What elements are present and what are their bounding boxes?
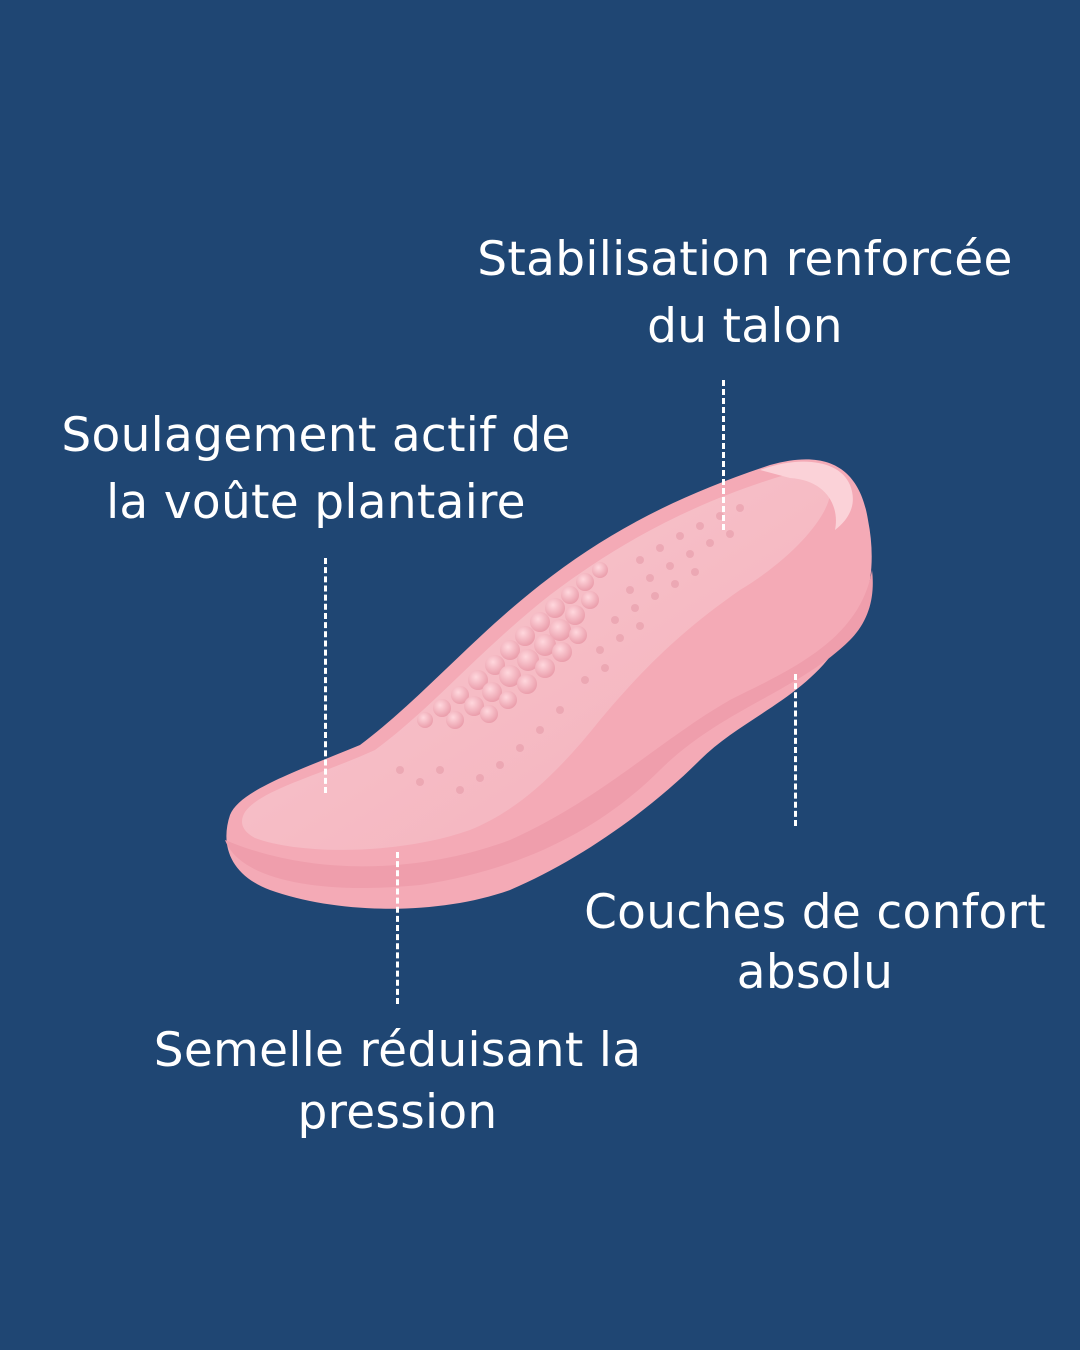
layers-leader-line [794,674,797,826]
sole-label-line1: Semelle réduisant la [153,1023,642,1078]
arch-leader-line [324,558,327,793]
arch-relief-label: Soulagement actif de la voûte plantaire [36,403,596,536]
sole-label-line2: pression [297,1085,498,1141]
texture-dots [396,504,744,794]
heel-leader-line [722,380,725,530]
arch-label-line1: Soulagement actif de [61,408,571,463]
arch-label-line2: la voûte plantaire [106,474,526,530]
sole-leader-line [396,852,399,1004]
insole-heel-rim [760,461,853,530]
pressure-sole-label: Semelle réduisant la pression [145,1020,650,1144]
heel-label-line2: du talon [647,298,843,354]
layers-label-line1: Couches de confort [584,885,1046,940]
layers-label-line2: absolu [736,945,894,1001]
heel-stabilization-label: Stabilisation renforcée du talon [445,227,1045,360]
comfort-layers-label: Couches de confort absolu [575,883,1055,1003]
insole-tread-band [225,570,873,888]
massage-nodes [417,562,608,729]
heel-label-line1: Stabilisation renforcée [477,232,1013,287]
